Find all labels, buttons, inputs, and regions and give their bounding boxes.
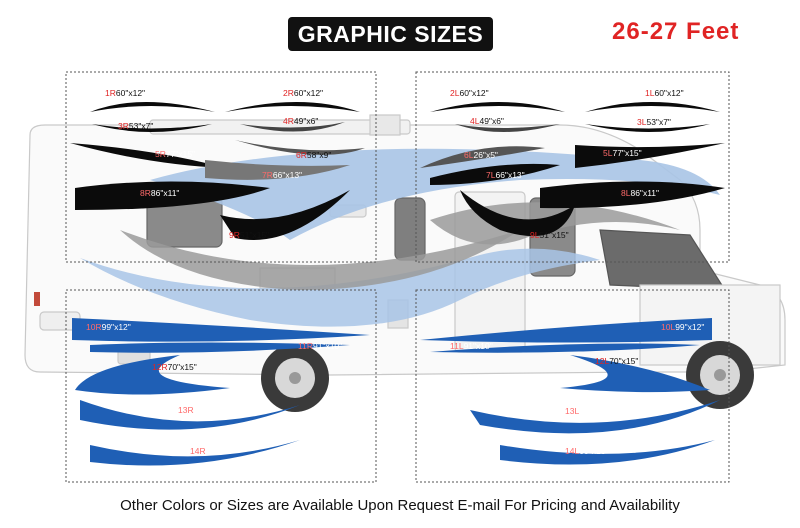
label-3l: 3L53"x7" [637, 117, 671, 127]
label-14l: 14L88"x16" [565, 446, 609, 456]
label-6r: 6R58"x9" [296, 150, 332, 160]
label-4r: 4R49"x6" [283, 116, 319, 126]
label-7r: 7R66"x13" [262, 170, 303, 180]
label-14r: 14R88"x16" [190, 446, 235, 456]
left-lower-graphics [420, 318, 720, 465]
label-6l: 6L26"x5" [464, 150, 498, 160]
label-9r: 9R51"x15" [229, 230, 270, 240]
label-3r: 3R53"x7" [118, 121, 154, 131]
page-title: GRAPHIC SIZES [288, 17, 493, 51]
label-12l: 12L70"x15" [595, 356, 639, 366]
label-12r: 12R70"x15" [152, 362, 197, 372]
panel-frames [65, 71, 730, 483]
size-range-heading: 26-27 Feet [612, 18, 740, 45]
label-1r: 1R60"x12" [105, 88, 146, 98]
label-8r: 8R86"x11" [140, 188, 180, 198]
label-13l: 13L89"x17" [565, 406, 609, 416]
footer-note: Other Colors or Sizes are Available Upon… [120, 497, 680, 514]
label-11l: 11L91"x10" [450, 341, 493, 351]
label-4l: 4L49"x6" [470, 116, 504, 126]
left-upper-graphics [420, 102, 725, 237]
rv-wheels [261, 341, 754, 412]
label-10l: 10L99"x12" [661, 322, 705, 332]
label-13r: 13R89"x17" [178, 405, 223, 415]
label-2r: 2R60"x12" [283, 88, 324, 98]
right-lower-graphics [72, 318, 370, 466]
right-upper-graphics [70, 102, 365, 240]
label-5l: 5L77"x15" [603, 148, 642, 158]
label-5r: 5R77"x15" [155, 149, 196, 159]
label-11r: 11R91"x10" [298, 341, 343, 351]
label-10r: 10R99"x12" [86, 322, 131, 332]
label-8l: 8L86"x11" [621, 188, 660, 198]
label-7l: 7L66"x13" [486, 170, 525, 180]
label-9l: 9L51"x15" [530, 230, 569, 240]
label-1l: 1L60"x12" [645, 88, 684, 98]
label-2l: 2L60"x12" [450, 88, 489, 98]
